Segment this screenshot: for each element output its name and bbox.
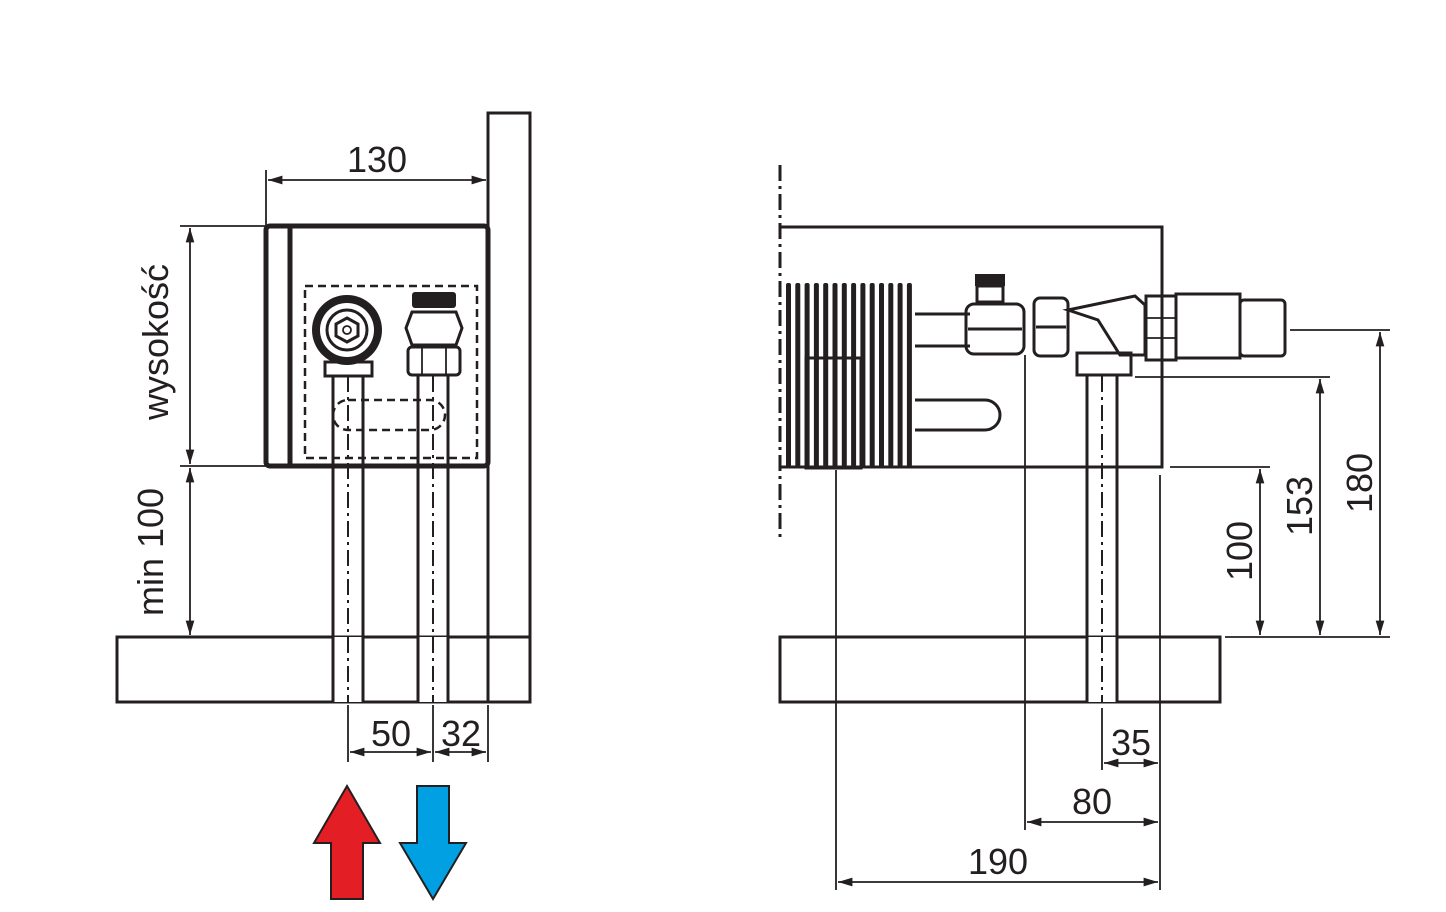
fin xyxy=(823,283,829,467)
fin xyxy=(786,283,791,467)
width-dim: 130 xyxy=(347,139,407,180)
floor xyxy=(115,635,532,704)
supply-arrow-icon xyxy=(312,784,382,900)
fin xyxy=(906,283,912,467)
fin xyxy=(795,283,801,467)
valve-assembly xyxy=(964,274,1287,377)
pipe-spacing-dim: 50 xyxy=(371,713,411,754)
return-fitting xyxy=(404,292,464,377)
right-view: 100 153 180 35 80 190 xyxy=(778,165,1390,890)
return-arrow-icon xyxy=(398,785,468,901)
height-label: wysokość xyxy=(135,264,176,421)
fin xyxy=(832,283,838,467)
fin xyxy=(888,283,894,467)
pipe-offset-dim: 35 xyxy=(1111,722,1151,763)
valve-height-dim: 180 xyxy=(1339,453,1380,513)
wall-offset-dim: 32 xyxy=(441,713,481,754)
floor-clearance-dim: 100 xyxy=(1219,521,1260,581)
pipes xyxy=(331,376,450,702)
pipe-height-dim: 153 xyxy=(1279,476,1320,536)
fin xyxy=(813,283,819,467)
convector-housing xyxy=(263,223,491,469)
heat-exchanger-fins xyxy=(786,283,912,467)
fin xyxy=(841,283,847,467)
valve-knob xyxy=(312,295,382,378)
floor xyxy=(778,635,1222,704)
min-height-label: min 100 xyxy=(130,488,171,616)
fin xyxy=(897,283,903,467)
fin xyxy=(879,283,884,467)
valve-offset-dim: 80 xyxy=(1072,781,1112,822)
left-view: 130 wysokość min 100 50 32 xyxy=(115,111,532,901)
depth-dim: 190 xyxy=(968,841,1028,882)
wall xyxy=(486,111,532,704)
fin xyxy=(869,283,875,467)
fin xyxy=(851,283,857,467)
connection-zone xyxy=(303,284,479,460)
